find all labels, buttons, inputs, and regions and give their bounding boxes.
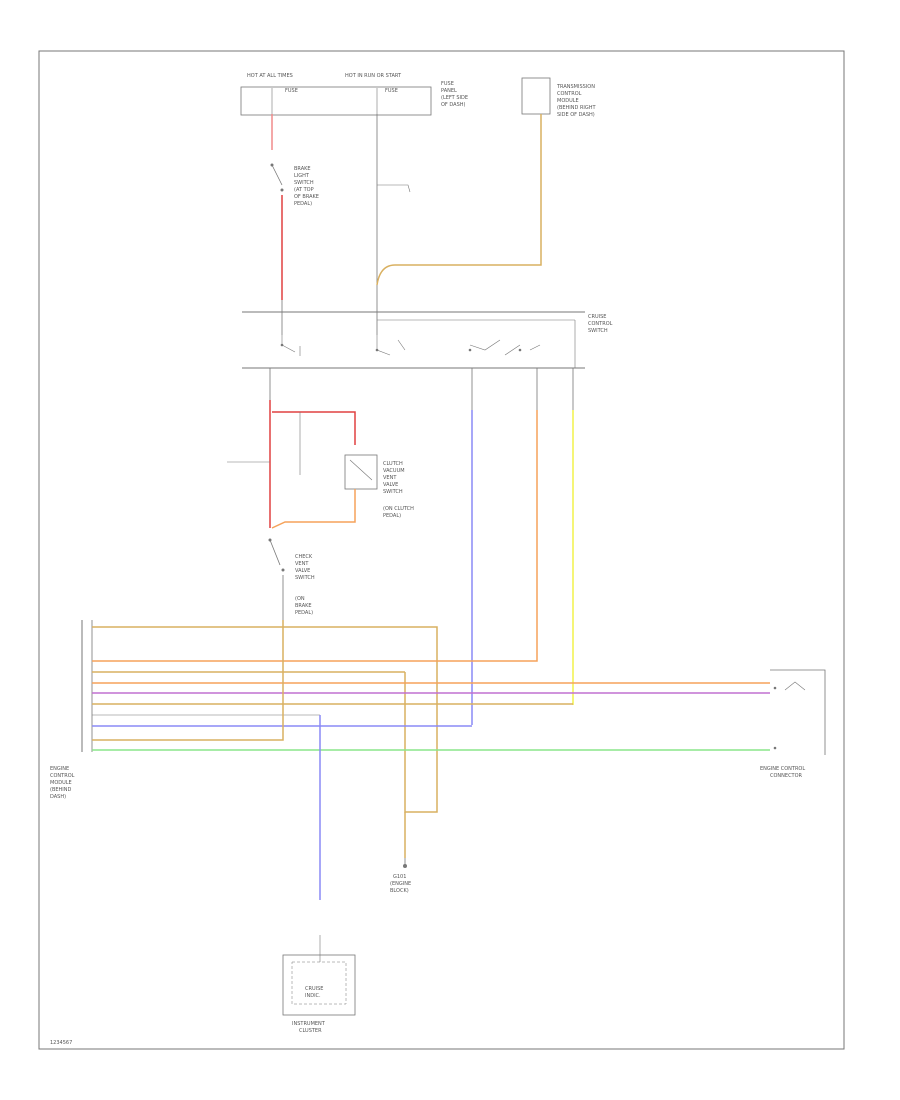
- brake-switch-caption-6: PEDAL): [294, 201, 312, 207]
- check-caption-1: CHECK: [295, 554, 313, 560]
- brake-light-switch: BRAKE LIGHT SWITCH (AT TOP OF BRAKE PEDA…: [294, 166, 319, 207]
- check-caption-5: (ON: [295, 596, 305, 602]
- middle-wiring: [227, 368, 574, 725]
- ground-caption-2: (ENGINE: [390, 881, 411, 887]
- clutch-vent-valve-switch: CLUTCH VACUUM VENT VALVE SWITCH (ON CLUT…: [383, 461, 414, 519]
- brake-switch-caption-4: (AT TOP: [294, 187, 314, 193]
- brake-switch-caption-2: LIGHT: [294, 173, 310, 179]
- connector-caption-1: ENGINE CONTROL: [760, 766, 805, 772]
- fuse-panel: HOT AT ALL TIMES HOT IN RUN OR START FUS…: [240, 73, 468, 116]
- cruise-control-switch: CRUISE CONTROL SWITCH: [242, 311, 613, 369]
- brake-switch-caption-1: BRAKE: [294, 166, 311, 172]
- ecm-harness: ENGINE CONTROL MODULE (BEHIND DASH): [50, 620, 770, 900]
- instrument-inner-2: INDIC.: [305, 993, 321, 999]
- page-code: 1234567: [50, 1040, 72, 1046]
- ground-caption-1: G101: [393, 874, 406, 880]
- ecm-caption-1: ENGINE: [50, 766, 69, 772]
- engine-control-connector: ENGINE CONTROL CONNECTOR: [760, 669, 826, 779]
- instrument-caption-2: CLUSTER: [299, 1028, 322, 1034]
- clutch-caption-1: CLUTCH: [383, 461, 403, 467]
- fuse-hot-in-run-label: HOT IN RUN OR START: [345, 73, 402, 79]
- fuse-a-label: FUSE: [285, 88, 298, 94]
- clutch-caption-7: PEDAL): [383, 513, 401, 519]
- tcm-caption-4: (BEHIND RIGHT: [557, 105, 597, 111]
- tcm-caption-5: SIDE OF DASH): [557, 112, 595, 118]
- ecm-caption-4: (BEHIND: [50, 787, 72, 793]
- instrument-caption-1: INSTRUMENT: [292, 1021, 326, 1027]
- fuse-panel-caption-3: (LEFT SIDE: [441, 95, 468, 101]
- ground-caption-3: BLOCK): [390, 888, 409, 894]
- check-caption-4: SWITCH: [295, 575, 315, 581]
- ecm-caption-5: DASH): [50, 794, 66, 800]
- clutch-caption-5: SWITCH: [383, 489, 403, 495]
- fuse-panel-caption-1: FUSE: [441, 81, 454, 87]
- ecm-caption-2: CONTROL: [50, 773, 75, 779]
- check-caption-6: BRAKE: [295, 603, 312, 609]
- clutch-caption-4: VALVE: [383, 482, 398, 488]
- clutch-caption-2: VACUUM: [383, 468, 405, 474]
- tcm-caption-1: TRANSMISSION: [556, 84, 595, 90]
- tcm-caption-3: MODULE: [557, 98, 579, 104]
- fuse-panel-caption-4: OF DASH): [441, 102, 466, 108]
- fuse-b-label: FUSE: [385, 88, 398, 94]
- fuse-panel-caption-2: PANEL: [441, 88, 457, 94]
- instrument-inner-1: CRUISE: [305, 986, 323, 992]
- ecm-caption-3: MODULE: [50, 780, 72, 786]
- connector-caption-2: CONNECTOR: [770, 773, 803, 779]
- top-wiring: [270, 114, 542, 335]
- brake-switch-caption-5: OF BRAKE: [294, 194, 319, 200]
- instrument-cluster: CRUISE INDIC. INSTRUMENT CLUSTER: [282, 935, 356, 1034]
- cruise-switch-caption-3: SWITCH: [588, 328, 608, 334]
- brake-switch-caption-3: SWITCH: [294, 180, 314, 186]
- cruise-switch-caption-1: CRUISE: [588, 314, 606, 320]
- check-vent-valve-switch: CHECK VENT VALVE SWITCH (ON BRAKE PEDAL): [295, 554, 315, 616]
- check-caption-3: VALVE: [295, 568, 310, 574]
- transmission-control-module: TRANSMISSION CONTROL MODULE (BEHIND RIGH…: [521, 77, 597, 118]
- ground-g101: G101 (ENGINE BLOCK): [390, 874, 411, 894]
- check-caption-2: VENT: [295, 561, 309, 567]
- check-caption-7: PEDAL): [295, 610, 313, 616]
- cruise-switch-caption-2: CONTROL: [588, 321, 613, 327]
- clutch-caption-3: VENT: [383, 475, 397, 481]
- diagram-border: [38, 50, 845, 1050]
- tcm-caption-2: CONTROL: [557, 91, 582, 97]
- fuse-hot-at-all-times-label: HOT AT ALL TIMES: [247, 73, 293, 79]
- clutch-caption-6: (ON CLUTCH: [383, 506, 414, 512]
